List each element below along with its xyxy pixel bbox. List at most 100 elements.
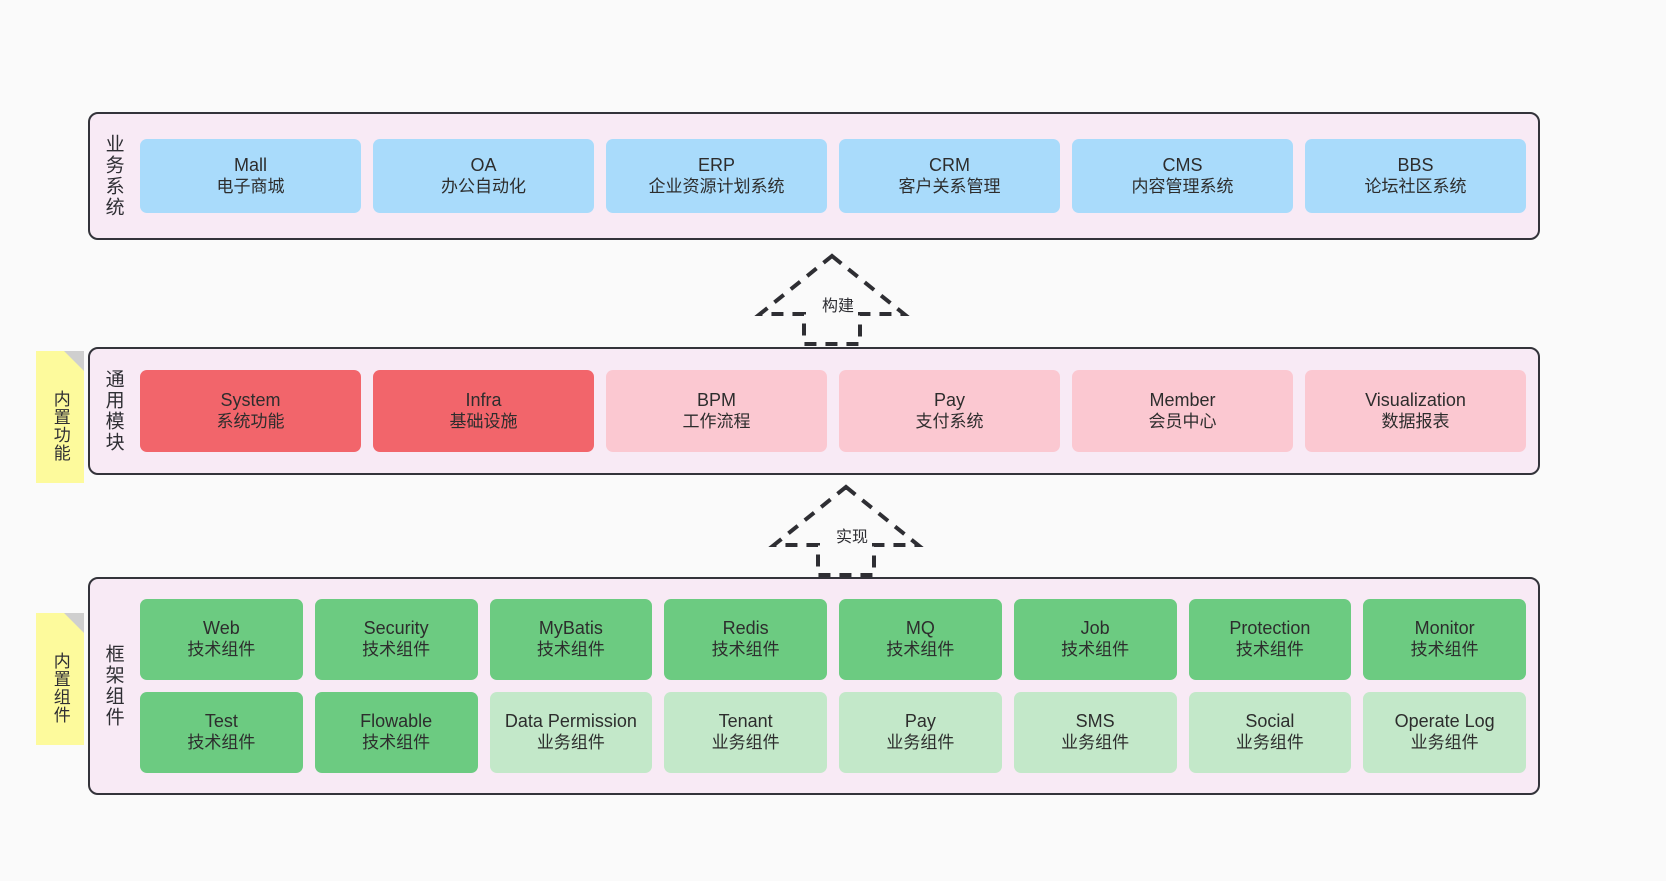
box-job-desc: 技术组件: [1061, 640, 1130, 660]
box-member[interactable]: Member 会员中心: [1072, 370, 1293, 452]
box-protection-name: Protection: [1229, 618, 1311, 639]
box-job[interactable]: Job 技术组件: [1013, 599, 1177, 680]
box-test[interactable]: Test 技术组件: [140, 692, 303, 773]
box-erp[interactable]: ERP 企业资源计划系统: [606, 139, 827, 213]
box-redis-desc: 技术组件: [711, 640, 780, 660]
box-cms-name: CMS: [1162, 154, 1203, 175]
box-oa-desc: 办公自动化: [441, 176, 526, 196]
box-tenant[interactable]: Tenant 业务组件: [664, 692, 827, 773]
box-oa[interactable]: OA 办公自动化: [373, 139, 594, 213]
box-sms-name: SMS: [1075, 711, 1115, 732]
box-crm-desc: 客户关系管理: [898, 176, 1001, 196]
sticky-note-builtin-features-label: 内置功能: [50, 390, 70, 462]
box-pay-module-name: Pay: [933, 389, 966, 410]
box-flowable[interactable]: Flowable 技术组件: [314, 692, 478, 773]
sticky-note-builtin-components-label: 内置组件: [50, 652, 70, 724]
box-bpm[interactable]: BPM 工作流程: [606, 370, 827, 452]
layer-framework-components[interactable]: 框架组件 Web 技术组件 Security 技术组件 MyBatis 技术组件…: [88, 577, 1540, 795]
layer-body-framework: Web 技术组件 Security 技术组件 MyBatis 技术组件 Redi…: [136, 579, 1538, 793]
box-mall-desc: 电子商城: [216, 176, 285, 196]
box-mq-name: MQ: [905, 618, 935, 639]
box-pay-module[interactable]: Pay 支付系统: [839, 370, 1060, 452]
box-crm[interactable]: CRM 客户关系管理: [839, 139, 1060, 213]
box-test-desc: 技术组件: [187, 733, 256, 753]
box-tenant-desc: 业务组件: [711, 733, 780, 753]
box-social-desc: 业务组件: [1235, 733, 1304, 753]
box-flowable-name: Flowable: [360, 711, 433, 732]
box-monitor-name: Monitor: [1414, 618, 1475, 639]
box-mall-name: Mall: [233, 154, 267, 175]
box-visualization[interactable]: Visualization 数据报表: [1305, 370, 1526, 452]
box-operate-log-name: Operate Log: [1394, 711, 1495, 732]
box-pay-component-name: Pay: [904, 711, 936, 732]
box-security-desc: 技术组件: [362, 640, 431, 660]
box-monitor-desc: 技术组件: [1410, 640, 1479, 660]
layer-common-modules[interactable]: 通用模块 System 系统功能 Infra 基础设施 BPM 工作流程 Pay…: [88, 347, 1540, 475]
sticky-note-builtin-features[interactable]: 内置功能: [36, 351, 84, 483]
box-system-desc: 系统功能: [216, 411, 285, 431]
box-security[interactable]: Security 技术组件: [314, 599, 478, 680]
box-crm-name: CRM: [929, 154, 970, 175]
box-bbs-desc: 论坛社区系统: [1364, 176, 1467, 196]
box-monitor[interactable]: Monitor 技术组件: [1363, 599, 1526, 680]
box-mybatis-name: MyBatis: [538, 618, 603, 639]
box-mybatis-desc: 技术组件: [536, 640, 605, 660]
layer-title-framework: 框架组件: [102, 644, 124, 728]
box-system-name: System: [220, 389, 281, 410]
sticky-note-builtin-components[interactable]: 内置组件: [36, 613, 84, 745]
layer-body-business: Mall 电子商城 OA 办公自动化 ERP 企业资源计划系统 CRM 客户关系…: [136, 114, 1538, 238]
box-data-permission-name: Data Permission: [504, 711, 637, 732]
box-infra[interactable]: Infra 基础设施: [373, 370, 594, 452]
layer-modules-row: System 系统功能 Infra 基础设施 BPM 工作流程 Pay 支付系统…: [140, 370, 1526, 452]
box-mall[interactable]: Mall 电子商城: [140, 139, 361, 213]
box-cms[interactable]: CMS 内容管理系统: [1072, 139, 1293, 213]
box-sms[interactable]: SMS 业务组件: [1013, 692, 1177, 773]
box-redis[interactable]: Redis 技术组件: [664, 599, 827, 680]
box-pay-component-desc: 业务组件: [886, 733, 955, 753]
box-mq[interactable]: MQ 技术组件: [839, 599, 1002, 680]
box-pay-module-desc: 支付系统: [915, 411, 984, 431]
box-bbs-name: BBS: [1397, 154, 1434, 175]
box-erp-desc: 企业资源计划系统: [648, 176, 785, 196]
box-member-name: Member: [1149, 389, 1216, 410]
page-fold-icon: [64, 613, 84, 633]
arrow-build: 构建: [752, 252, 912, 347]
box-cms-desc: 内容管理系统: [1131, 176, 1234, 196]
box-web-name: Web: [203, 618, 240, 639]
box-visualization-desc: 数据报表: [1381, 411, 1450, 431]
box-mybatis[interactable]: MyBatis 技术组件: [489, 599, 653, 680]
box-job-name: Job: [1080, 618, 1110, 639]
box-bpm-desc: 工作流程: [682, 411, 751, 431]
box-pay-component[interactable]: Pay 业务组件: [839, 692, 1002, 773]
box-mq-desc: 技术组件: [886, 640, 955, 660]
box-erp-name: ERP: [697, 154, 735, 175]
box-oa-name: OA: [470, 154, 497, 175]
box-web-desc: 技术组件: [187, 640, 256, 660]
layer-business-row: Mall 电子商城 OA 办公自动化 ERP 企业资源计划系统 CRM 客户关系…: [140, 139, 1526, 213]
box-operate-log[interactable]: Operate Log 业务组件: [1363, 692, 1526, 773]
box-sms-desc: 业务组件: [1061, 733, 1130, 753]
box-bpm-name: BPM: [696, 389, 736, 410]
layer-business-systems[interactable]: 业务系统 Mall 电子商城 OA 办公自动化 ERP 企业资源计划系统 CRM…: [88, 112, 1540, 240]
arrow-build-label: 构建: [820, 292, 857, 316]
box-operate-log-desc: 业务组件: [1410, 733, 1479, 753]
layer-title-modules: 通用模块: [102, 369, 124, 453]
box-redis-name: Redis: [722, 618, 769, 639]
layer-framework-row-business: Test 技术组件 Flowable 技术组件 Data Permission …: [140, 692, 1526, 773]
box-data-permission[interactable]: Data Permission 业务组件: [489, 692, 653, 773]
box-bbs[interactable]: BBS 论坛社区系统: [1305, 139, 1526, 213]
layer-title-business: 业务系统: [102, 134, 124, 218]
box-flowable-desc: 技术组件: [362, 733, 431, 753]
box-social[interactable]: Social 业务组件: [1188, 692, 1352, 773]
box-data-permission-desc: 业务组件: [536, 733, 605, 753]
box-infra-name: Infra: [465, 389, 502, 410]
box-protection[interactable]: Protection 技术组件: [1188, 599, 1352, 680]
arrow-implement-label: 实现: [834, 523, 871, 547]
box-system[interactable]: System 系统功能: [140, 370, 361, 452]
box-social-name: Social: [1245, 711, 1295, 732]
box-visualization-name: Visualization: [1365, 389, 1466, 410]
box-security-name: Security: [363, 618, 429, 639]
layer-body-modules: System 系统功能 Infra 基础设施 BPM 工作流程 Pay 支付系统…: [136, 349, 1538, 473]
box-web[interactable]: Web 技术组件: [140, 599, 303, 680]
